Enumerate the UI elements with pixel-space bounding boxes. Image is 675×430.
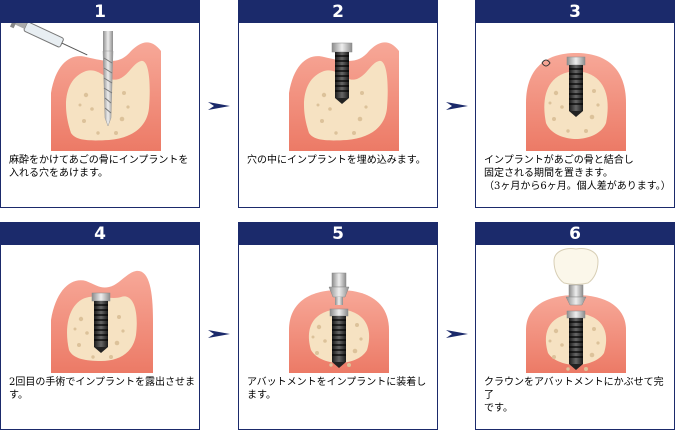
suture-icon xyxy=(541,59,551,67)
abutment-icon xyxy=(565,284,587,306)
next-arrow-icon xyxy=(446,330,468,338)
step-caption: インプラントがあごの骨と結合し 固定される期間を置きます。 （3ヶ月から6ヶ月。… xyxy=(484,155,671,192)
step-1-panel: 1 麻酔をかけてあごの骨にインプラントを 入れる穴をあけます。 xyxy=(0,0,200,208)
step-caption: 穴の中にインプラントを埋め込みます。 xyxy=(247,155,426,166)
step-caption: 麻酔をかけてあごの骨にインプラントを 入れる穴をあけます。 xyxy=(9,155,189,179)
step-2-panel: 2 穴の中にインプラントを埋め込みます。 xyxy=(238,0,438,208)
step-5-illustration xyxy=(289,272,389,373)
step-number: 2 xyxy=(239,1,437,23)
next-arrow-icon xyxy=(208,330,230,338)
abutment-icon xyxy=(328,272,350,305)
step-caption: アバットメントをインプラントに装着します。 xyxy=(247,377,427,401)
step-6-illustration xyxy=(526,248,626,373)
step-2-illustration xyxy=(289,42,399,151)
step-6-panel: 6 クラウンをアバットメントにかぶせて完了 です。 xyxy=(475,222,675,430)
step-caption: クラウンをアバットメントにかぶせて完了 です。 xyxy=(484,377,664,414)
step-number: 1 xyxy=(1,1,199,23)
crown-icon xyxy=(553,248,599,285)
step-1-illustration xyxy=(9,23,161,151)
next-arrow-icon xyxy=(446,102,468,110)
drill-icon xyxy=(102,31,114,127)
step-caption: 2回目の手術でインプラントを露出させます。 xyxy=(9,377,196,401)
step-number: 3 xyxy=(476,1,674,23)
step-3-panel: 3 インプラントがあごの骨と結合し 固定される期間を置きます。 （3ヶ月から6ヶ… xyxy=(475,0,675,208)
step-4-panel: 4 2回目の手術でインプラントを露出させます。 xyxy=(0,222,200,430)
step-number: 4 xyxy=(1,223,199,245)
step-5-panel: 5 アバットメントをインプラントに装着します。 xyxy=(238,222,438,430)
syringe-icon xyxy=(9,23,88,56)
step-number: 5 xyxy=(239,223,437,245)
step-3-illustration xyxy=(526,53,626,151)
step-4-illustration xyxy=(51,270,153,373)
step-number: 6 xyxy=(476,223,674,245)
next-arrow-icon xyxy=(208,102,230,110)
